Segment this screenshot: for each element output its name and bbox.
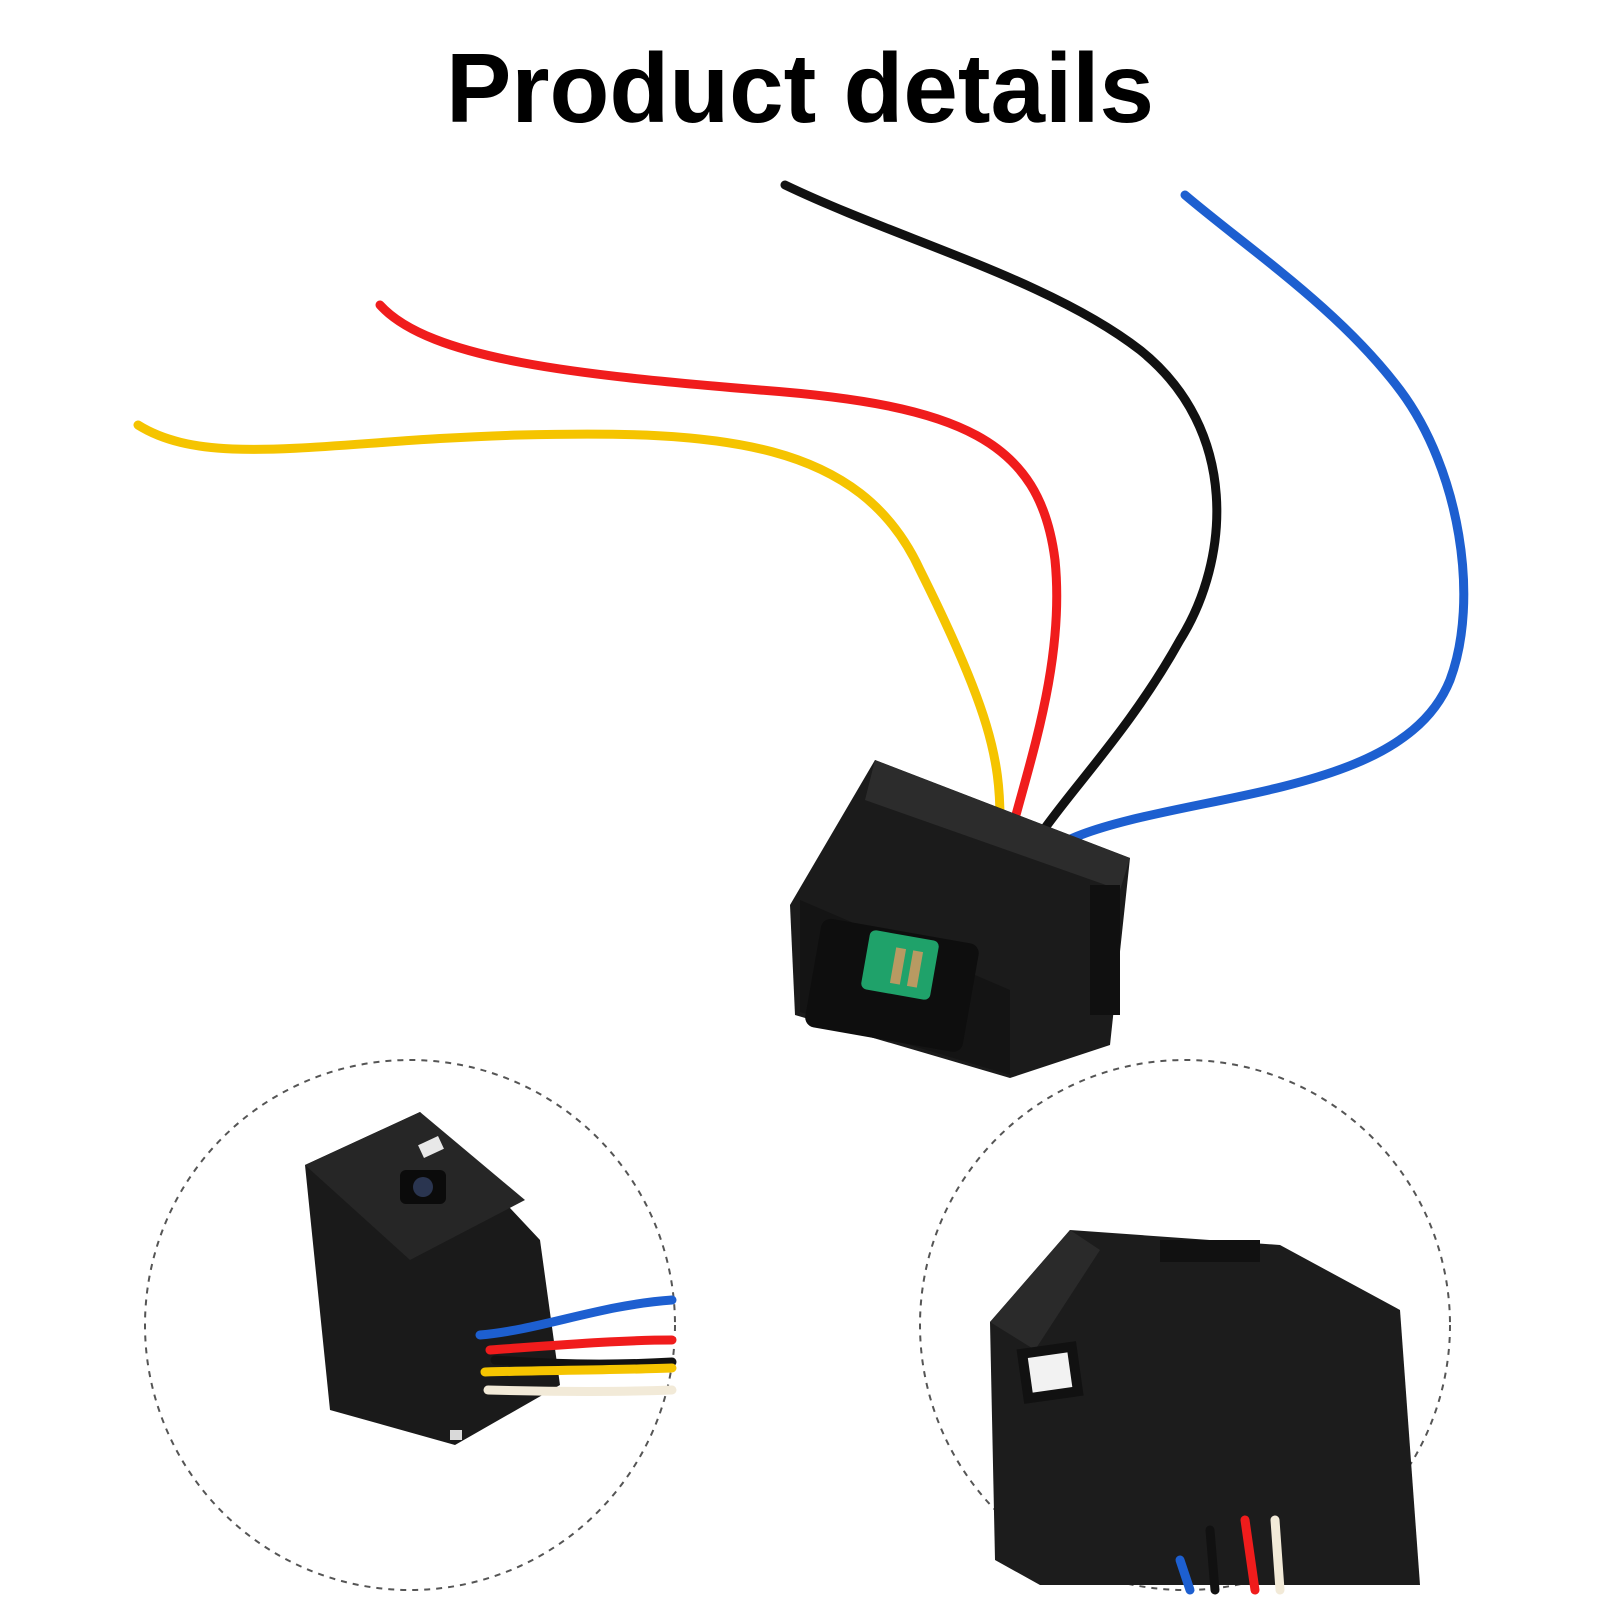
blue-wire [1050,190,1469,853]
yellow-wire [133,420,1005,825]
red-wire [375,300,1062,835]
left-detail-circle [144,1059,677,1591]
wire-harness [133,180,1469,853]
main-connector [790,760,1130,1078]
page-title: Product details [446,33,1154,143]
black-wire [780,180,1222,843]
right-detail-circle [919,1059,1451,1595]
